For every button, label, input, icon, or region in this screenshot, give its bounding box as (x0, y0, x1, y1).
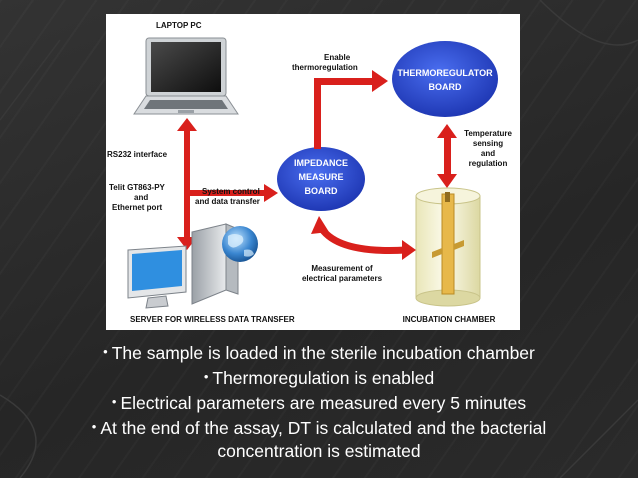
thermo-label-1: THERMOREGULATOR (397, 68, 493, 78)
measurement-arrow (311, 216, 416, 260)
system-control-label-1: System control (202, 187, 260, 196)
bullet-text: Thermoregulation is enabled (212, 368, 435, 388)
system-control-label-2: and data transfer (195, 197, 260, 206)
enable-thermoregulation-arrow (314, 70, 388, 149)
incubation-label: INCUBATION CHAMBER (403, 315, 496, 324)
impedance-label-1: IMPEDANCE (294, 158, 348, 168)
laptop-label: LAPTOP PC (156, 21, 202, 30)
bullet-item: •Thermoregulation is enabled (203, 368, 435, 388)
server-icon (127, 223, 239, 309)
bullet-item: •The sample is loaded in the sterile inc… (103, 343, 535, 363)
impedance-board-node (277, 147, 365, 211)
temp-label-2: sensing (473, 139, 503, 148)
enable-label-1: Enable (324, 53, 351, 62)
temperature-arrow (437, 124, 457, 188)
telit-label-2: and (134, 193, 148, 202)
thermo-label-2: BOARD (429, 82, 462, 92)
bullet-list: •The sample is loaded in the sterile inc… (0, 340, 638, 463)
thermoregulator-board-node (392, 41, 498, 117)
rs232-label: RS232 interface (107, 150, 168, 159)
bullet-text: At the end of the assay, DT is calculate… (100, 418, 547, 438)
measurement-label-2: electrical parameters (302, 274, 383, 283)
telit-label-1: Telit GT863-PY (109, 183, 166, 192)
globe-icon (222, 226, 258, 262)
impedance-label-2: MEASURE (298, 172, 343, 182)
temp-label-3: and (481, 149, 495, 158)
telit-label-3: Ethernet port (112, 203, 163, 212)
enable-label-2: thermoregulation (292, 63, 358, 72)
temp-label-1: Temperature (464, 129, 512, 138)
server-label: SERVER FOR WIRELESS DATA TRANSFER (130, 315, 295, 324)
diagram-panel: LAPTOP PC RS232 interface Telit GT863-PY… (106, 14, 520, 330)
incubation-chamber-icon (415, 187, 481, 307)
impedance-label-3: BOARD (305, 186, 338, 196)
bullet-text: The sample is loaded in the sterile incu… (111, 343, 535, 363)
bullet-item: •At the end of the assay, DT is calculat… (91, 418, 547, 438)
measurement-label-1: Measurement of (311, 264, 373, 273)
laptop-icon (133, 37, 239, 115)
temp-label-4: regulation (469, 159, 508, 168)
bullet-item: •Electrical parameters are measured ever… (111, 393, 527, 413)
bullet-continuation: concentration is estimated (217, 441, 421, 461)
bullet-text: Electrical parameters are measured every… (120, 393, 527, 413)
